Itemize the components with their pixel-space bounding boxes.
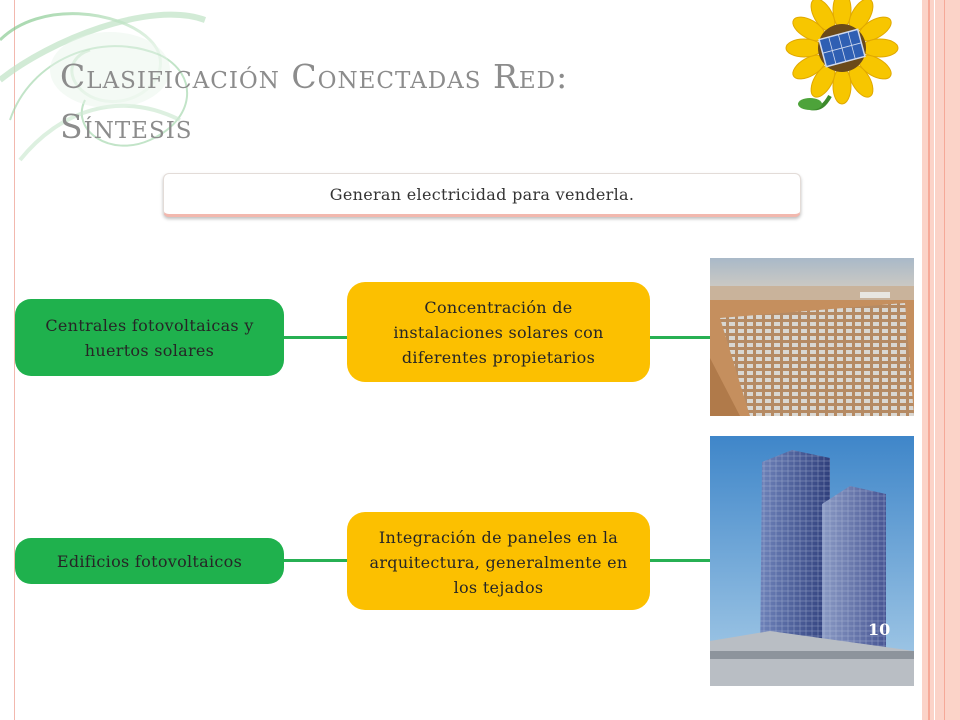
connector-line [650,336,710,339]
description-box-solar-plants: Concentración de instalaciones solares c… [347,282,650,382]
connector-line [284,559,347,562]
description-box-pv-buildings: Integración de paneles en la arquitectur… [347,512,650,610]
category-label-solar-plants: Centrales fotovoltaicas y huertos solare… [45,315,254,360]
connector-line [284,336,347,339]
right-decorative-band [922,0,960,720]
title-line-1: Clasificación Conectadas Red: [60,57,569,96]
category-box-pv-buildings: Edificios fotovoltaicos [15,538,284,584]
sunflower-solar-panel-icon [785,0,899,111]
solar-farm-photo [710,258,914,416]
description-label-solar-plants: Concentración de instalaciones solares c… [393,297,604,367]
category-box-solar-plants: Centrales fotovoltaicas y huertos solare… [15,299,284,376]
left-border-line [14,0,15,720]
title-line-2: Síntesis [60,107,193,146]
page-title: Clasificación Conectadas Red: Síntesis [60,52,700,152]
description-label-pv-buildings: Integración de paneles en la arquitectur… [369,528,628,597]
connector-line [650,559,710,562]
office-towers-photo [710,436,914,686]
green-swirl-decoration [0,11,207,162]
page-number: 10 [868,620,891,639]
category-label-pv-buildings: Edificios fotovoltaicos [56,551,243,571]
summary-banner: Generan electricidad para venderla. [163,173,801,217]
